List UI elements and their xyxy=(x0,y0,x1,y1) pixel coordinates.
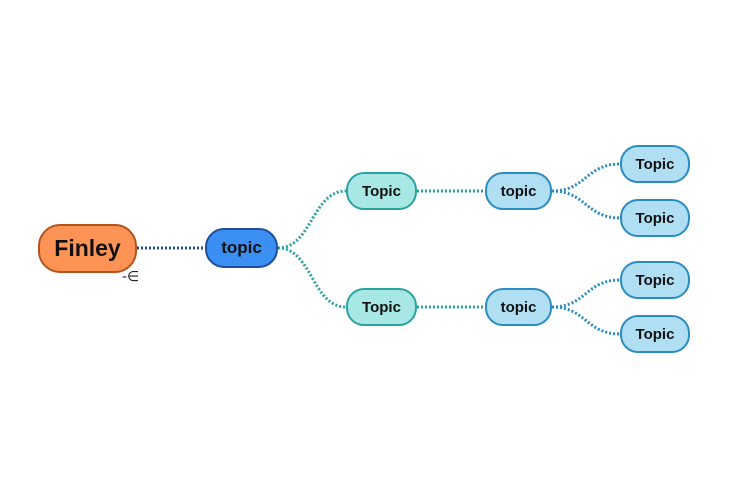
leaf-topic-1[interactable]: Topic xyxy=(620,145,690,183)
link-subtopic-2-leaf-4 xyxy=(551,305,621,336)
link-subtopic-1-leaf-1 xyxy=(551,162,621,193)
root-topic[interactable]: Finley xyxy=(38,224,137,273)
link-subtopic-2-leaf-3 xyxy=(551,278,621,309)
link-subtopic-1-leaf-2 xyxy=(551,189,621,220)
leaf-topic-4[interactable]: Topic xyxy=(620,315,690,353)
subtopic-2[interactable]: topic xyxy=(485,288,552,326)
link-main-branch-1 xyxy=(277,189,347,250)
branch-topic-1[interactable]: Topic xyxy=(346,172,417,210)
link-main-branch-2 xyxy=(277,246,347,309)
main-topic[interactable]: topic xyxy=(205,228,278,268)
subtopic-1[interactable]: topic xyxy=(485,172,552,210)
collapse-icon[interactable]: -∈ xyxy=(122,269,140,285)
leaf-topic-3[interactable]: Topic xyxy=(620,261,690,299)
leaf-topic-2[interactable]: Topic xyxy=(620,199,690,237)
branch-topic-2[interactable]: Topic xyxy=(346,288,417,326)
